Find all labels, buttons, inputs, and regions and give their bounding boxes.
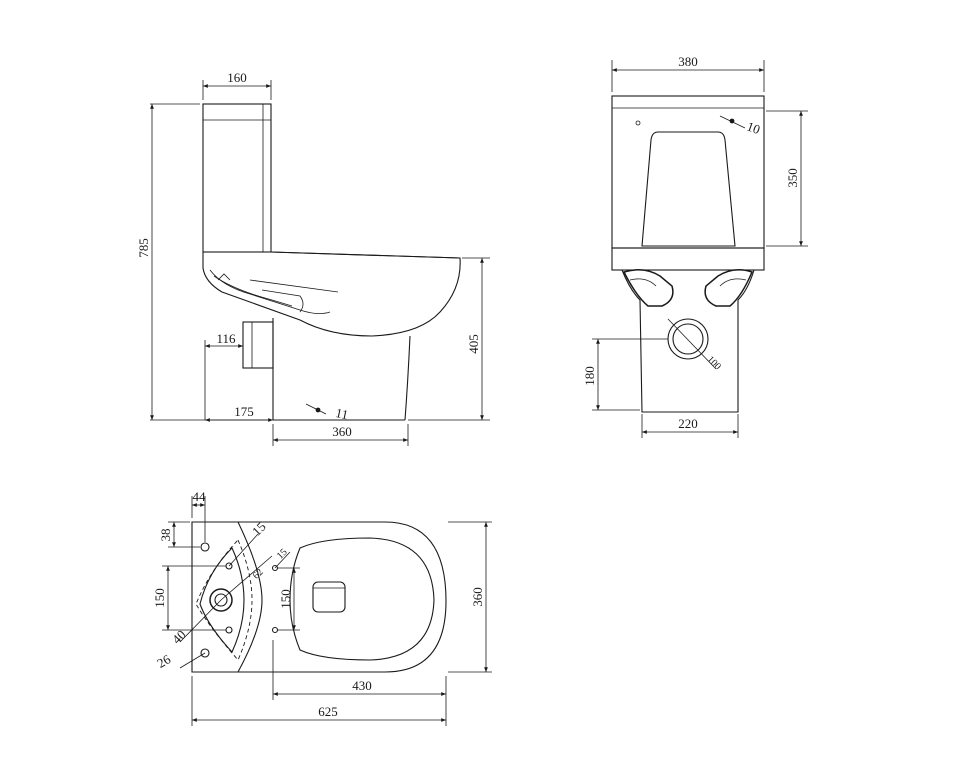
top-outlet-label: 62 (251, 567, 266, 582)
dim-label: 405 (466, 334, 481, 354)
front-cistern (611, 95, 765, 249)
dim-label: 150 (278, 589, 293, 609)
dim-outlet-height: 180 (582, 338, 668, 411)
dim-hole-offset-y: 38 (158, 521, 200, 548)
top-inlet-hole-lower (225, 626, 233, 634)
dim-waste-projection: 116 (204, 331, 243, 420)
front-view: 380 350 180 220 10 100 (582, 54, 808, 438)
dim-cistern-height: 350 (766, 110, 808, 247)
dim-bowl-length: 430 (272, 640, 447, 700)
dim-pan-height: 405 (408, 257, 490, 421)
side-fixing-hole (305, 403, 327, 415)
dim-label: 116 (216, 331, 236, 346)
dim-label: 150 (152, 588, 167, 608)
dim-label: 380 (678, 54, 698, 69)
front-bowl (611, 247, 765, 413)
front-button-hole (719, 115, 746, 129)
dim-label: 175 (234, 404, 254, 419)
dim-top-depth: 360 (448, 521, 492, 673)
side-pedestal (242, 318, 411, 421)
top-outer-label: 26 (154, 651, 173, 671)
dim-label: 625 (318, 704, 338, 719)
dim-overall-length: 625 (191, 676, 447, 726)
dim-cistern-depth: 160 (202, 70, 272, 100)
top-left-hole-upper (200, 542, 210, 552)
top-left-hole-lower (200, 648, 210, 658)
dim-label: 160 (227, 70, 247, 85)
dim-label: 360 (470, 587, 485, 607)
dim-foot-length: 360 (272, 424, 409, 446)
dim-front-width: 380 (611, 54, 765, 92)
top-outlet-hole (209, 588, 233, 612)
front-outlet-label: 100 (705, 354, 723, 372)
top-bolt-hole-lower (271, 626, 279, 634)
top-bolt-label: 15 (275, 547, 290, 562)
top-outline (191, 521, 447, 673)
dim-label: 785 (136, 238, 151, 258)
dim-label: 360 (332, 424, 352, 439)
side-bowl (202, 251, 461, 337)
dim-bolt-spacing-left: 150 (152, 565, 226, 631)
side-view: 160 785 405 116 175 360 11 (136, 70, 490, 446)
dim-label: 44 (193, 489, 207, 504)
side-fixing-label: 11 (334, 405, 349, 422)
dim-label: 38 (158, 529, 173, 542)
dim-foot-width: 220 (641, 414, 739, 438)
front-button-label: 10 (745, 119, 762, 138)
dim-hole-offset-x: 44 (191, 489, 207, 542)
dim-wall-to-foot: 175 (205, 404, 273, 422)
dim-label: 220 (678, 416, 698, 431)
dim-label: 180 (582, 366, 597, 386)
dim-label: 350 (785, 168, 800, 188)
dim-label: 430 (352, 678, 372, 693)
side-cistern (202, 103, 272, 253)
top-bolt-hole-upper (271, 564, 279, 572)
top-view: 44 38 150 150 360 (152, 489, 492, 726)
top-cistern-cutout (195, 521, 279, 673)
dim-bolt-spacing-right: 150 (278, 567, 300, 631)
